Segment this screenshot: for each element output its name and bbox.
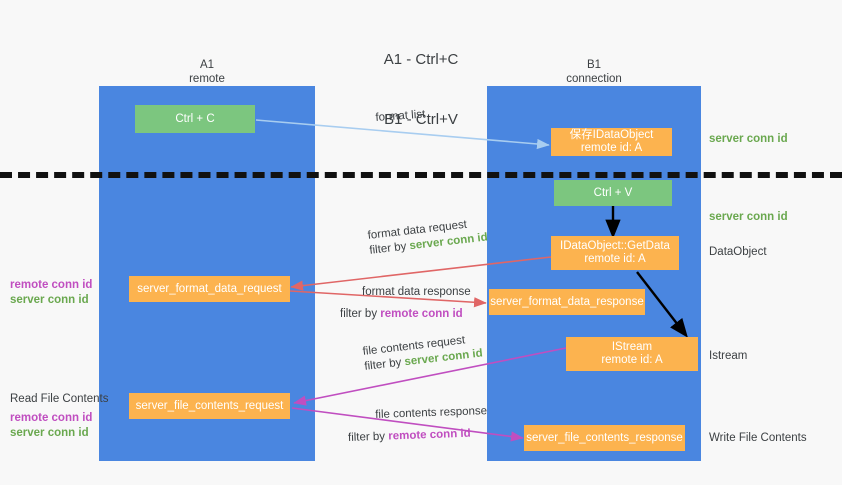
label-conn-pair-2-remote: remote conn id [10,412,93,424]
label-server-conn-id-top-text: server conn id [709,133,788,145]
arrow-getdata-to-istream [636,271,688,338]
label-conn-pair-1-server: server conn id [10,294,89,306]
phase-divider [0,172,842,178]
caption-format-data-request-filter-prefix: filter by [368,240,411,257]
caption-format-list-text: format list [375,108,426,124]
caption-format-data-response-filter-prefix: filter by [340,308,381,320]
box-istream-line1: IStream [611,341,653,353]
title-line-2: B1 - Ctrl+V [384,111,458,128]
caption-file-contents-response-text: file contents response [375,405,488,421]
caption-file-contents-response-filter-prefix: filter by [347,430,389,444]
box-server-file-contents-request[interactable]: server_file_contents_request [129,393,290,419]
box-server-format-data-response[interactable]: server_format_data_response [489,289,645,315]
label-conn-pair-1: remote conn id server conn id [10,278,92,308]
box-ctrl-c-label: Ctrl + C [175,112,215,125]
box-server-format-data-request[interactable]: server_format_data_request [129,276,290,302]
box-idataobject-getdata-line1: IDataObject::GetData [560,240,670,252]
column-a1-name: A1 [199,59,215,71]
box-save-idataobject[interactable]: 保存IDataObject remote id: A [551,128,672,156]
box-istream[interactable]: IStream remote id: A [566,337,698,371]
box-server-file-contents-request-label: server_file_contents_request [135,399,284,412]
label-conn-pair-1-remote: remote conn id [10,279,93,291]
box-ctrl-c[interactable]: Ctrl + C [135,105,255,133]
caption-file-contents-request-filter-prefix: filter by [363,356,406,373]
title-line-1: A1 - Ctrl+C [383,51,459,68]
arrow-format-data-response [289,290,487,308]
label-server-conn-id-second-text: server conn id [709,211,788,223]
label-conn-pair-2-server: server conn id [10,427,89,439]
column-a1-sub: remote [189,73,225,85]
box-server-file-contents-response-label: server_file_contents_response [526,431,683,444]
label-istream: Istream [709,349,747,364]
label-server-conn-id-second: server conn id [709,210,788,225]
column-b1-sub: connection [566,73,622,85]
box-ctrl-v[interactable]: Ctrl + V [554,180,672,206]
box-istream-line2: remote id: A [601,354,663,366]
label-write-file-contents-text: Write File Contents [709,432,807,444]
box-save-idataobject-line1: 保存IDataObject [569,129,654,141]
caption-format-data-response-text: format data response [362,286,471,298]
column-b1-name: B1 [586,59,602,71]
label-server-conn-id-top: server conn id [709,132,788,147]
page-title: A1 - Ctrl+C B1 - Ctrl+V [0,10,842,170]
arrow-file-contents-request [293,347,567,406]
column-header-b1: B1 connection [487,58,701,86]
box-server-format-data-response-label: server_format_data_response [490,295,644,308]
arrow-format-list [255,119,550,150]
box-save-idataobject-line2: remote id: A [580,142,643,154]
box-server-format-data-request-label: server_format_data_request [137,282,282,295]
caption-file-contents-response: file contents response filter by remote … [348,404,488,445]
box-idataobject-getdata[interactable]: IDataObject::GetData remote id: A [551,236,679,270]
caption-file-contents-response-filter-key: remote conn id [388,427,471,443]
box-ctrl-v-label: Ctrl + V [593,186,633,199]
arrow-file-contents-response [291,407,524,442]
label-dataobject: DataObject [709,245,767,260]
arrow-format-data-request [290,256,552,291]
label-read-file-contents-text: Read File Contents [10,393,109,405]
label-read-file-contents: Read File Contents [10,392,108,407]
label-write-file-contents: Write File Contents [709,431,807,446]
column-header-a1: A1 remote [99,58,315,86]
box-server-file-contents-response[interactable]: server_file_contents_response [524,425,685,451]
label-dataobject-text: DataObject [709,246,767,258]
caption-format-data-response-filter-key: remote conn id [380,308,463,320]
box-idataobject-getdata-line2: remote id: A [584,253,646,265]
caption-format-data-response: format data response filter by remote co… [340,285,471,322]
label-istream-text: Istream [709,350,748,362]
label-conn-pair-2: remote conn id server conn id [10,411,92,441]
